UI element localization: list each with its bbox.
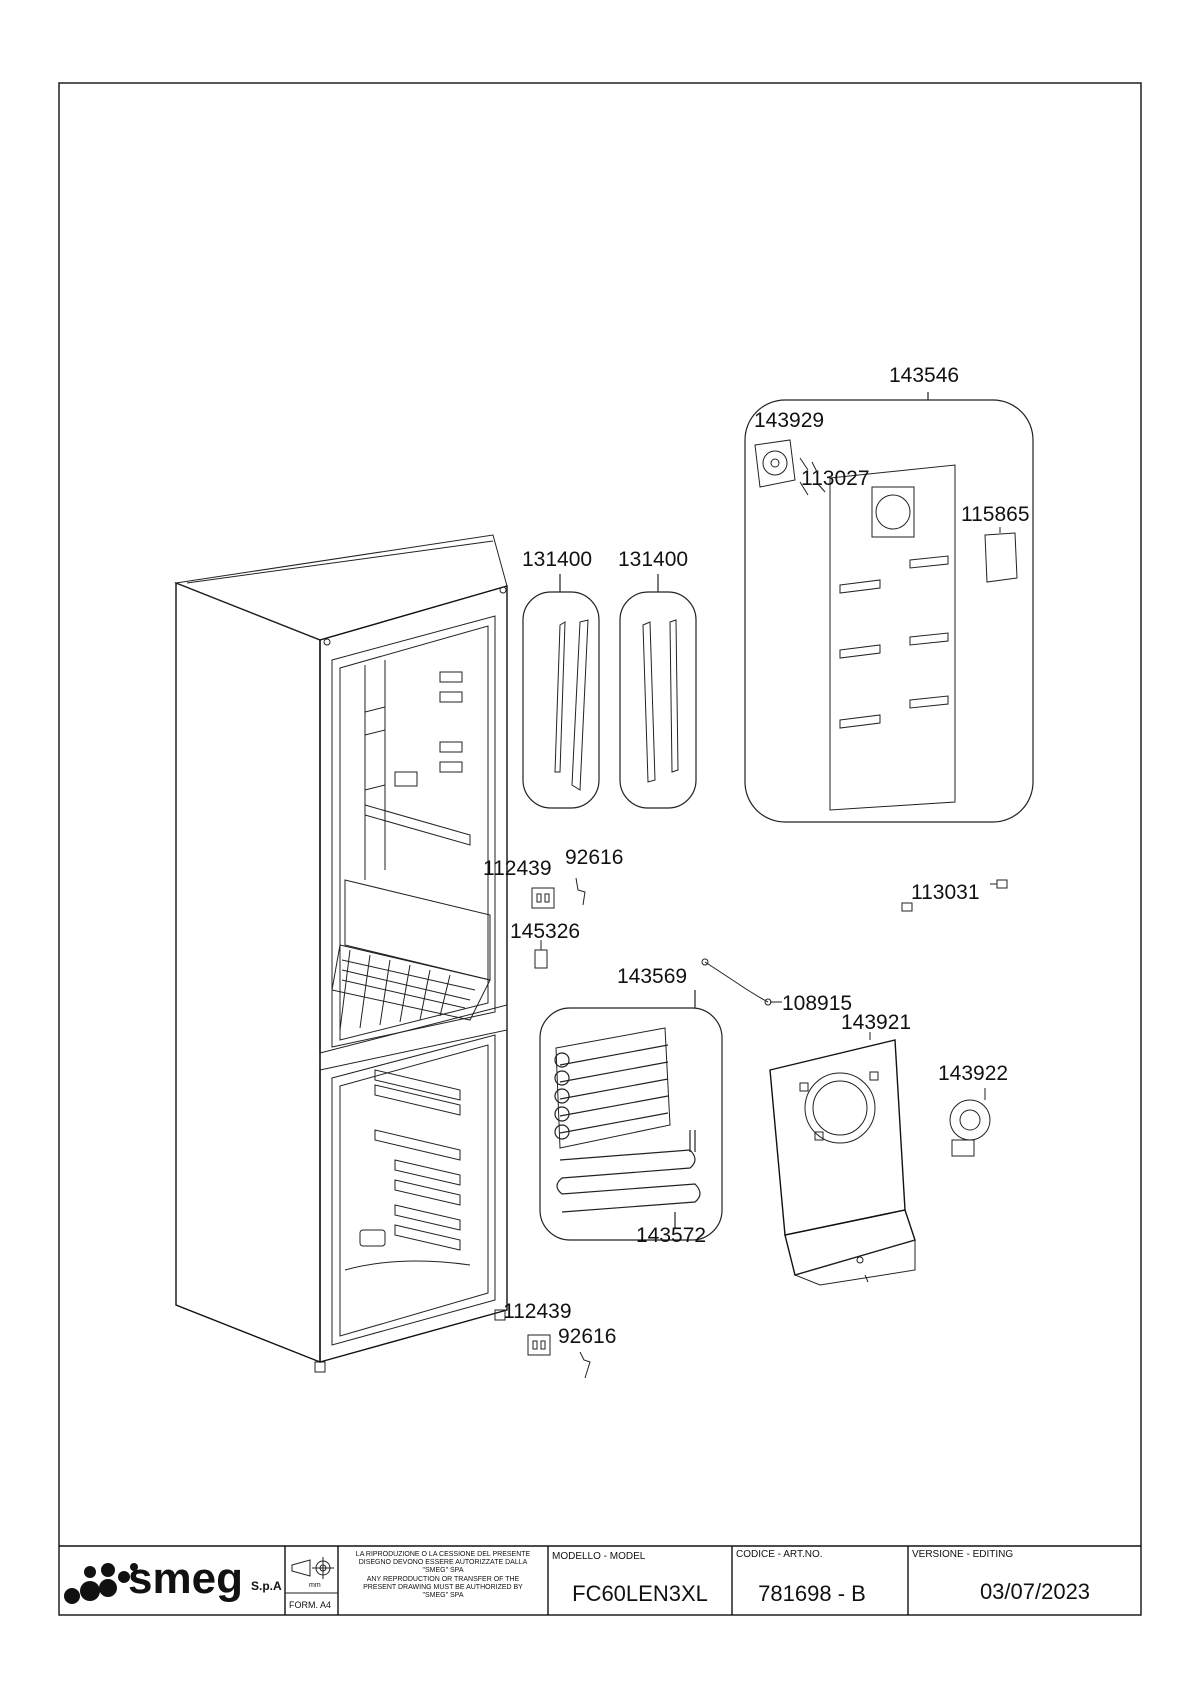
small-parts	[527, 877, 1008, 1379]
notice-en-line1: ANY REPRODUCTION OR TRANSFER OF THE	[367, 1576, 520, 1583]
smeg-logo: smeg S.p.A	[64, 1554, 282, 1604]
callout-115865: 115865	[961, 503, 1030, 526]
logo-wordmark: smeg	[128, 1554, 243, 1603]
group-143921-fan-cover	[769, 1032, 916, 1286]
code-value: 781698 - B	[758, 1581, 866, 1606]
model-label: MODELLO - MODEL	[552, 1551, 646, 1562]
form-label: FORM. A4	[289, 1600, 331, 1610]
callout-112439-upper: 112439	[483, 857, 552, 880]
group-143546-rear-panel	[744, 392, 1034, 823]
drawing-frame	[58, 82, 1142, 1616]
notice-en-line2: PRESENT DRAWING MUST BE AUTHORIZED BY	[363, 1584, 523, 1591]
callout-113031: 113031	[911, 881, 980, 904]
callout-108915: 108915	[782, 992, 852, 1015]
version-label: VERSIONE - EDITING	[912, 1549, 1013, 1560]
notice-it-line1: LA RIPRODUZIONE O LA CESSIONE DEL PRESEN…	[356, 1551, 531, 1558]
refrigerator-cabinet	[174, 534, 508, 1373]
callout-143546: 143546	[889, 364, 959, 387]
notice-it-line3: "SMEG" SPA	[422, 1567, 463, 1574]
projection-symbol	[291, 1557, 334, 1579]
callout-131400-left: 131400	[522, 548, 592, 571]
title-block: smeg S.p.A mm FORM. A4 LA RIPRODUZIONE O…	[59, 1545, 1141, 1615]
unit-label: mm	[309, 1582, 321, 1589]
callout-143922: 143922	[938, 1062, 1008, 1085]
logo-suffix: S.p.A	[251, 1579, 282, 1593]
callout-143929: 143929	[754, 409, 824, 432]
notice-en-line3: "SMEG" SPA	[422, 1592, 463, 1599]
code-label: CODICE - ART.NO.	[736, 1549, 823, 1560]
callout-92616-lower: 92616	[558, 1325, 616, 1348]
model-value: FC60LEN3XL	[572, 1581, 708, 1606]
callout-143572: 143572	[636, 1224, 706, 1247]
callout-131400-right: 131400	[618, 548, 688, 571]
callout-143921: 143921	[841, 1011, 911, 1034]
group-131400-rails-left	[522, 574, 600, 809]
notice-it-line2: DISEGNO DEVONO ESSERE AUTORIZZATE DALLA	[359, 1559, 528, 1566]
callout-145326: 145326	[510, 920, 580, 943]
group-131400-rails-right	[619, 574, 697, 809]
callout-143569: 143569	[617, 965, 687, 988]
version-value: 03/07/2023	[980, 1579, 1090, 1604]
callout-113027: 113027	[801, 467, 870, 490]
group-143569-evaporator	[539, 990, 723, 1241]
callout-112439-lower: 112439	[503, 1300, 572, 1323]
callout-92616-upper: 92616	[565, 846, 623, 869]
part-143922-fan-motor	[949, 1088, 991, 1157]
